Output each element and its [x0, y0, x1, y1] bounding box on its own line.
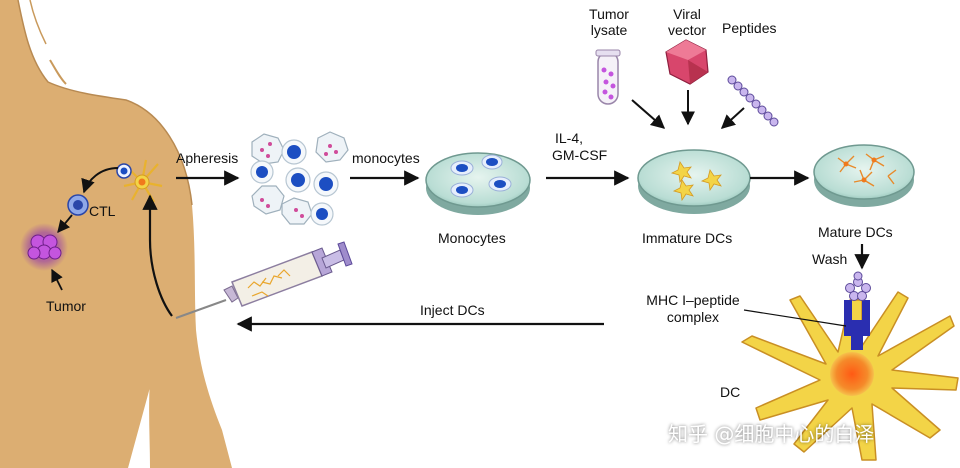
cytokines-label-line2: GM-CSF	[552, 147, 608, 163]
dc-label: DC	[720, 384, 741, 400]
watermark: 知乎 @细胞中心的白泽	[668, 422, 875, 446]
monocytes-arrow-label: monocytes	[352, 150, 420, 166]
bound-peptides	[845, 271, 871, 301]
mhc-receptor	[844, 300, 870, 350]
tumor-pointer-arrow	[51, 268, 63, 291]
tumor-lysate-tube	[595, 49, 621, 105]
large-dendritic-cell	[741, 291, 959, 461]
inject-dcs-label: Inject DCs	[420, 302, 485, 318]
monocytes-dish	[425, 152, 531, 215]
blood-cells-cluster	[250, 131, 349, 226]
immature-dcs-dish	[637, 149, 751, 214]
viral-vector-label-line1: Viral	[673, 6, 701, 22]
peptides-label: Peptides	[722, 20, 777, 36]
lysate-arrow	[631, 99, 666, 129]
syringe	[175, 241, 353, 319]
wash-label: Wash	[812, 251, 848, 267]
mature-dcs-label: Mature DCs	[818, 224, 893, 240]
mhc-label-line2: complex	[666, 309, 720, 325]
peptides-chain	[727, 75, 779, 127]
monocytes-label: Monocytes	[438, 230, 506, 246]
dc-migration-arrow	[142, 194, 173, 317]
tumor-lysate-label-line2: lysate	[590, 22, 628, 38]
apheresis-label: Apheresis	[176, 150, 239, 166]
ctl-attack-arrow	[57, 214, 73, 233]
ctl-activation-arrow	[81, 167, 119, 194]
viral-vector-icon	[665, 39, 709, 85]
peptides-arrow	[720, 107, 745, 129]
body-dendritic-cell	[116, 159, 163, 203]
tumor-cells	[20, 223, 68, 271]
mature-dcs-dish	[813, 144, 915, 207]
cytokines-label-line1: IL-4,	[555, 130, 584, 146]
tumor-label: Tumor	[46, 298, 86, 314]
mhc-pointer-line	[743, 309, 847, 327]
tumor-lysate-label-line1: Tumor	[589, 6, 629, 22]
mhc-label-line1: MHC I–peptide	[646, 292, 740, 308]
patient-body	[0, 0, 232, 468]
ctl-label: CTL	[89, 203, 116, 219]
viral-vector-label-line2: vector	[667, 22, 707, 38]
immature-dcs-label: Immature DCs	[642, 230, 733, 246]
ctl-cell	[67, 194, 89, 216]
